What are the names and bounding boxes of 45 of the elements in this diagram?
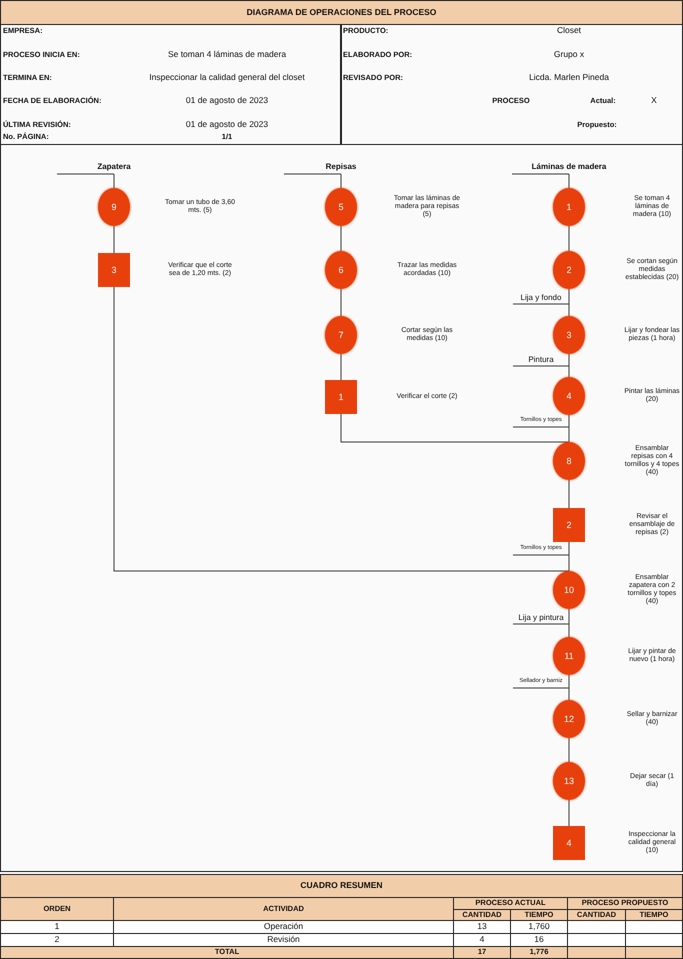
column-heading: Láminas de madera: [519, 160, 619, 174]
title-band: DIAGRAMA DE OPERACIONES DEL PROCESO: [0, 0, 683, 25]
connector-line: [512, 366, 570, 378]
table-cell: 1: [0, 920, 114, 934]
connector-line: [568, 480, 570, 508]
table-cell: 13: [453, 920, 511, 934]
connector-line: [568, 738, 570, 762]
connector-line: [114, 286, 570, 572]
connector-line: [512, 426, 570, 442]
connector-line: [340, 174, 342, 188]
connector-line: [568, 226, 570, 252]
field-value: 01 de agosto de 2023: [184, 95, 270, 107]
material-input-label: Pintura: [513, 353, 569, 366]
connector-line: [568, 800, 570, 826]
connector-line: [568, 174, 570, 188]
field-value: Closet: [556, 25, 582, 37]
material-input-label: Lija y pintura: [513, 611, 569, 624]
material-input-label: Lija y fondo: [513, 291, 569, 304]
connector-line: [512, 624, 570, 638]
inspection-square: 4: [553, 826, 585, 860]
connector-line: [512, 554, 570, 572]
connector-line: [340, 288, 342, 316]
connector-line: [340, 226, 342, 252]
field-value: X: [650, 95, 658, 107]
connector-line: [340, 414, 570, 442]
connector-line: [512, 688, 570, 700]
table-cell: 2: [0, 933, 114, 947]
table-cell: 4: [453, 933, 511, 947]
table-cell: 16: [510, 933, 568, 947]
inspection-square: 1: [325, 380, 357, 414]
field-value: 01 de agosto de 2023: [184, 119, 270, 131]
connector-line: [340, 354, 342, 380]
table-cell: Revisión: [113, 933, 454, 947]
connector-line: [512, 304, 570, 316]
field-value: Se toman 4 láminas de madera: [166, 49, 288, 61]
column-heading: Repisas: [291, 160, 391, 174]
field-value: Licda. Marlen Pineda: [528, 72, 610, 84]
inspection-square: 2: [553, 508, 585, 542]
inspection-square: 3: [98, 253, 130, 287]
table-cell: Operación: [113, 920, 454, 934]
column-heading: Zapatera: [64, 160, 164, 174]
table-cell: 1,760: [510, 920, 568, 934]
table-title-band: CUADRO RESUMEN: [0, 874, 683, 898]
field-value: Inspeccionar la calidad general del closet: [148, 72, 306, 84]
field-value: Grupo x: [552, 49, 586, 61]
